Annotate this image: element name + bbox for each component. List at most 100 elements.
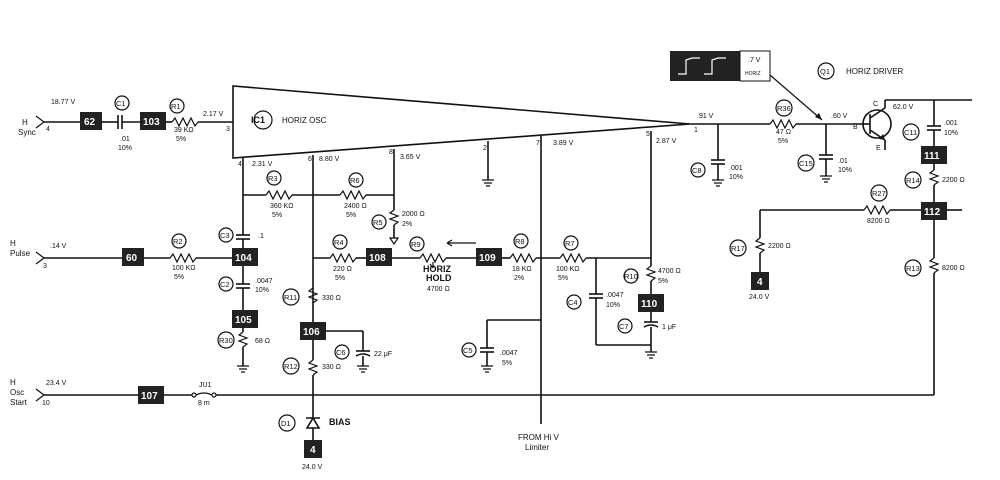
c3-ref: C3 <box>220 231 230 240</box>
c1-circle <box>114 95 130 111</box>
svg-text:105: 105 <box>235 315 252 326</box>
svg-text:2400 Ω: 2400 Ω <box>344 203 367 210</box>
from-limiter-label: FROM Hi V <box>518 433 560 442</box>
block-4-right <box>751 272 769 290</box>
svg-text:112: 112 <box>924 207 941 218</box>
hpulse-label: H <box>10 239 16 248</box>
r27-ref: R27 <box>872 189 886 198</box>
r8-ref: R8 <box>515 237 525 246</box>
svg-text:.001: .001 <box>729 165 743 172</box>
hosc-label: H <box>10 378 16 387</box>
svg-text:Start: Start <box>10 398 28 407</box>
svg-text:10%: 10% <box>118 145 132 152</box>
hosc-voltage: 23.4 V <box>46 380 67 387</box>
svg-text:E: E <box>876 145 881 152</box>
svg-text:2200 Ω: 2200 Ω <box>768 243 791 250</box>
ic1-name: HORIZ OSC <box>282 116 327 125</box>
block-103 <box>140 112 166 130</box>
svg-text:106: 106 <box>303 327 320 338</box>
svg-text:108: 108 <box>369 253 386 264</box>
svg-text:39 KΩ: 39 KΩ <box>174 127 194 134</box>
voltage-pin7: 3.89 V <box>553 140 574 147</box>
svg-text:22 μF: 22 μF <box>374 351 392 358</box>
ju1-ref: JU1 <box>199 382 212 389</box>
svg-text:.0047: .0047 <box>500 350 518 357</box>
svg-text:4700 Ω: 4700 Ω <box>427 286 450 293</box>
svg-text:47 Ω: 47 Ω <box>776 129 791 136</box>
c11-ref: C11 <box>904 128 917 137</box>
svg-text:330 Ω: 330 Ω <box>322 364 341 371</box>
svg-text:10%: 10% <box>606 302 620 309</box>
svg-text:3: 3 <box>226 126 230 133</box>
svg-text:2: 2 <box>483 145 487 152</box>
r9-name2: HOLD <box>426 273 452 283</box>
r12-ref: R12 <box>284 362 298 371</box>
voltage-24b: 24.0 V <box>749 294 770 301</box>
svg-text:110: 110 <box>641 299 658 310</box>
svg-text:8: 8 <box>389 149 393 156</box>
hsync-pin: 4 <box>46 126 50 133</box>
q1-name: HORIZ DRIVER <box>846 67 904 76</box>
svg-text:4700 Ω: 4700 Ω <box>658 268 681 275</box>
hsync-voltage: 18.77 V <box>51 99 75 106</box>
svg-text:2%: 2% <box>402 221 412 228</box>
block-107 <box>138 386 164 404</box>
ic1-ref-circle <box>253 110 273 130</box>
svg-text:5%: 5% <box>658 278 668 285</box>
r4-ref: R4 <box>334 238 344 247</box>
svg-text:3: 3 <box>43 263 47 270</box>
voltage-pin8: 3.65 V <box>400 154 421 161</box>
r30-ref: R30 <box>219 336 233 345</box>
block-108 <box>366 248 392 266</box>
hpulse-voltage: .14 V <box>50 243 67 250</box>
svg-text:.01: .01 <box>120 136 130 143</box>
r11-ref: R11 <box>284 293 297 302</box>
block-60 <box>122 248 144 266</box>
block-104 <box>232 248 258 266</box>
hsync-label: H <box>22 118 28 127</box>
waveform-label: HORIZ <box>745 71 761 77</box>
svg-text:Limiter: Limiter <box>525 443 549 452</box>
r9-name1: HORIZ <box>423 264 452 274</box>
voltage-base: .60 V <box>831 113 848 120</box>
svg-text:8200 Ω: 8200 Ω <box>942 265 965 272</box>
block-110 <box>638 294 664 312</box>
svg-text:5%: 5% <box>346 212 356 219</box>
c7-ref: C7 <box>619 322 629 331</box>
voltage-pin1: .91 V <box>697 113 714 120</box>
svg-text:5%: 5% <box>176 136 186 143</box>
waveform-image <box>670 51 740 81</box>
svg-text:360 KΩ: 360 KΩ <box>270 203 294 210</box>
r36-ref: R36 <box>777 104 791 113</box>
block-109 <box>476 248 502 266</box>
svg-text:100 KΩ: 100 KΩ <box>172 265 196 272</box>
svg-text:1 μF: 1 μF <box>662 324 676 331</box>
block-112 <box>921 202 947 220</box>
svg-text:8200 Ω: 8200 Ω <box>867 218 890 225</box>
svg-text:100 KΩ: 100 KΩ <box>556 266 580 273</box>
svg-text:62: 62 <box>84 117 96 128</box>
svg-text:Osc: Osc <box>10 388 24 397</box>
r13-ref: R13 <box>906 264 920 273</box>
r3-ref: R3 <box>268 174 278 183</box>
svg-text:.0047: .0047 <box>606 292 624 299</box>
svg-text:4: 4 <box>310 445 316 456</box>
r2-ref: R2 <box>173 237 183 246</box>
svg-text:5%: 5% <box>778 138 788 145</box>
voltage-24a: 24.0 V <box>302 464 323 471</box>
svg-text:103: 103 <box>143 117 160 128</box>
svg-text:68 Ω: 68 Ω <box>255 338 270 345</box>
hsync-arrow <box>35 115 45 129</box>
ic1-ref: IC1 <box>251 115 265 125</box>
r17-ref: R17 <box>731 244 745 253</box>
svg-text:.0047: .0047 <box>255 278 273 285</box>
svg-text:B: B <box>853 124 858 131</box>
svg-text:7: 7 <box>536 140 540 147</box>
c4-ref: C4 <box>568 298 578 307</box>
block-62 <box>80 112 102 130</box>
q1-ref: Q1 <box>820 67 830 76</box>
r7-ref: R7 <box>565 239 575 248</box>
block-111 <box>921 146 947 164</box>
svg-text:2%: 2% <box>514 275 524 282</box>
svg-text:.1: .1 <box>258 233 264 240</box>
